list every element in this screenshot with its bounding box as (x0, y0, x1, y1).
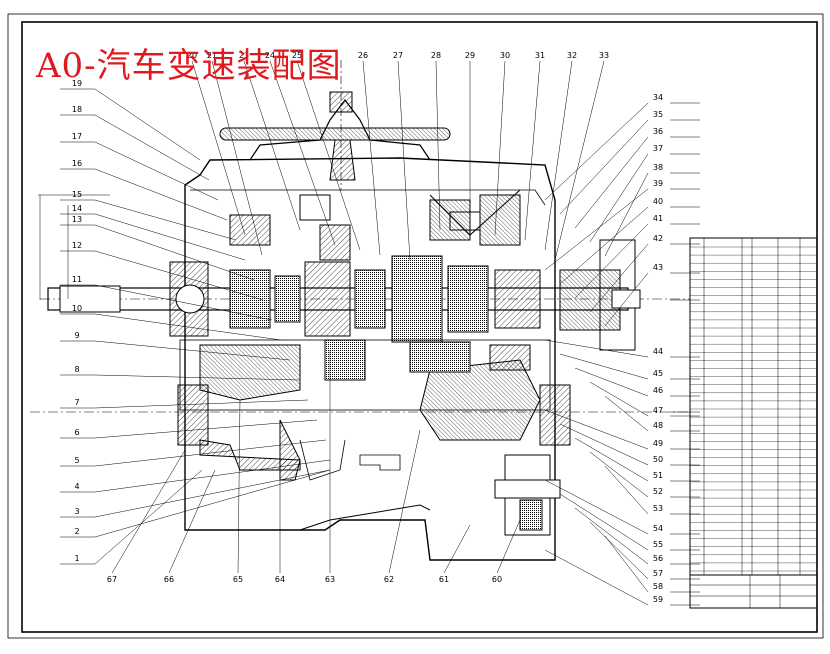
callout-45: 45 (653, 369, 663, 378)
callout-42: 42 (653, 234, 663, 243)
callout-3: 3 (74, 507, 79, 516)
title-block (689, 574, 818, 609)
callout-34: 34 (653, 93, 663, 102)
callout-1: 1 (74, 554, 79, 563)
callout-19: 19 (72, 79, 82, 88)
callout-41: 41 (653, 214, 663, 223)
callout-52: 52 (653, 487, 663, 496)
callout-48: 48 (653, 421, 663, 430)
callout-62: 62 (384, 575, 394, 584)
callout-57: 57 (653, 569, 663, 578)
callout-31: 31 (535, 51, 545, 60)
callout-9: 9 (74, 331, 79, 340)
parts-list-table (689, 237, 818, 609)
callout-11: 11 (72, 275, 82, 284)
callout-33: 33 (599, 51, 609, 60)
callout-56: 56 (653, 554, 663, 563)
callout-60: 60 (492, 575, 502, 584)
callout-18: 18 (72, 105, 82, 114)
callout-67: 67 (107, 575, 117, 584)
callout-13: 13 (72, 215, 82, 224)
callout-12: 12 (72, 241, 82, 250)
callout-21: 21 (207, 51, 217, 60)
callout-44: 44 (653, 347, 663, 356)
callout-15: 15 (72, 190, 82, 199)
callout-2: 2 (74, 527, 79, 536)
callout-10: 10 (72, 304, 82, 313)
callout-61: 61 (439, 575, 449, 584)
callout-35: 35 (653, 110, 663, 119)
callout-30: 30 (500, 51, 510, 60)
callout-26: 26 (358, 51, 368, 60)
callout-39: 39 (653, 179, 663, 188)
callout-43: 43 (653, 263, 663, 272)
callout-32: 32 (567, 51, 577, 60)
callout-46: 46 (653, 386, 663, 395)
gearbox-section-view (30, 60, 700, 561)
callout-65: 65 (233, 575, 243, 584)
callout-36: 36 (653, 127, 663, 136)
callout-27: 27 (393, 51, 403, 60)
callout-20: 20 (187, 51, 197, 60)
callout-25: 25 (292, 51, 302, 60)
callout-47: 47 (653, 406, 663, 415)
callout-7: 7 (74, 398, 79, 407)
drawing-title: A0-汽车变速装配图 (36, 46, 342, 86)
callout-29: 29 (465, 51, 475, 60)
callout-23: 23 (239, 51, 249, 60)
callout-24: 24 (265, 51, 275, 60)
callout-58: 58 (653, 582, 663, 591)
callout-4: 4 (74, 482, 79, 491)
callout-66: 66 (164, 575, 174, 584)
main-shaft-gears (229, 255, 541, 343)
callout-17: 17 (72, 132, 82, 141)
callout-50: 50 (653, 455, 663, 464)
callout-5: 5 (74, 456, 79, 465)
callout-37: 37 (653, 144, 663, 153)
callout-38: 38 (653, 163, 663, 172)
callout-64: 64 (275, 575, 285, 584)
leader-lines (60, 60, 700, 606)
callout-49: 49 (653, 439, 663, 448)
callout-63: 63 (325, 575, 335, 584)
callout-53: 53 (653, 504, 663, 513)
callout-28: 28 (431, 51, 441, 60)
callout-51: 51 (653, 471, 663, 480)
callout-55: 55 (653, 540, 663, 549)
callout-8: 8 (74, 365, 79, 374)
callout-54: 54 (653, 524, 663, 533)
callout-6: 6 (74, 428, 79, 437)
callout-14: 14 (72, 204, 82, 213)
callout-59: 59 (653, 595, 663, 604)
callout-16: 16 (72, 159, 82, 168)
callout-40: 40 (653, 197, 663, 206)
